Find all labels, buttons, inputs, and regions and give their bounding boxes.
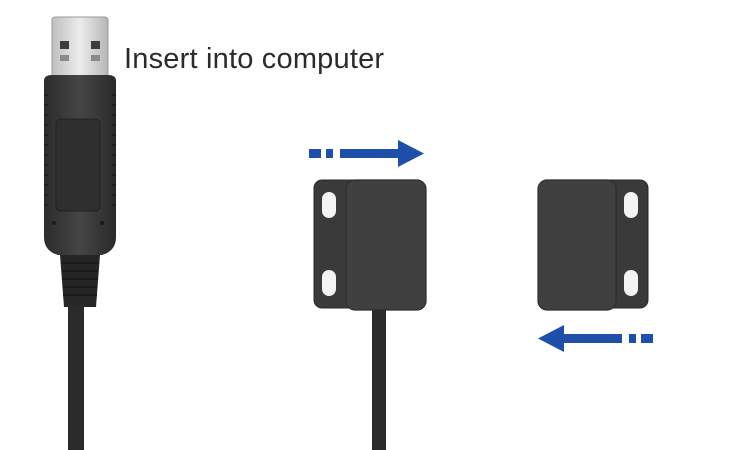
sensor-cable-icon: [313, 179, 427, 450]
insert-instruction-caption: Insert into computer: [124, 43, 385, 75]
sensor-magnet-icon: [537, 179, 649, 311]
arrow-right-icon: [309, 140, 424, 167]
usb-cable-icon: [44, 16, 116, 450]
arrow-left-icon: [538, 325, 653, 352]
